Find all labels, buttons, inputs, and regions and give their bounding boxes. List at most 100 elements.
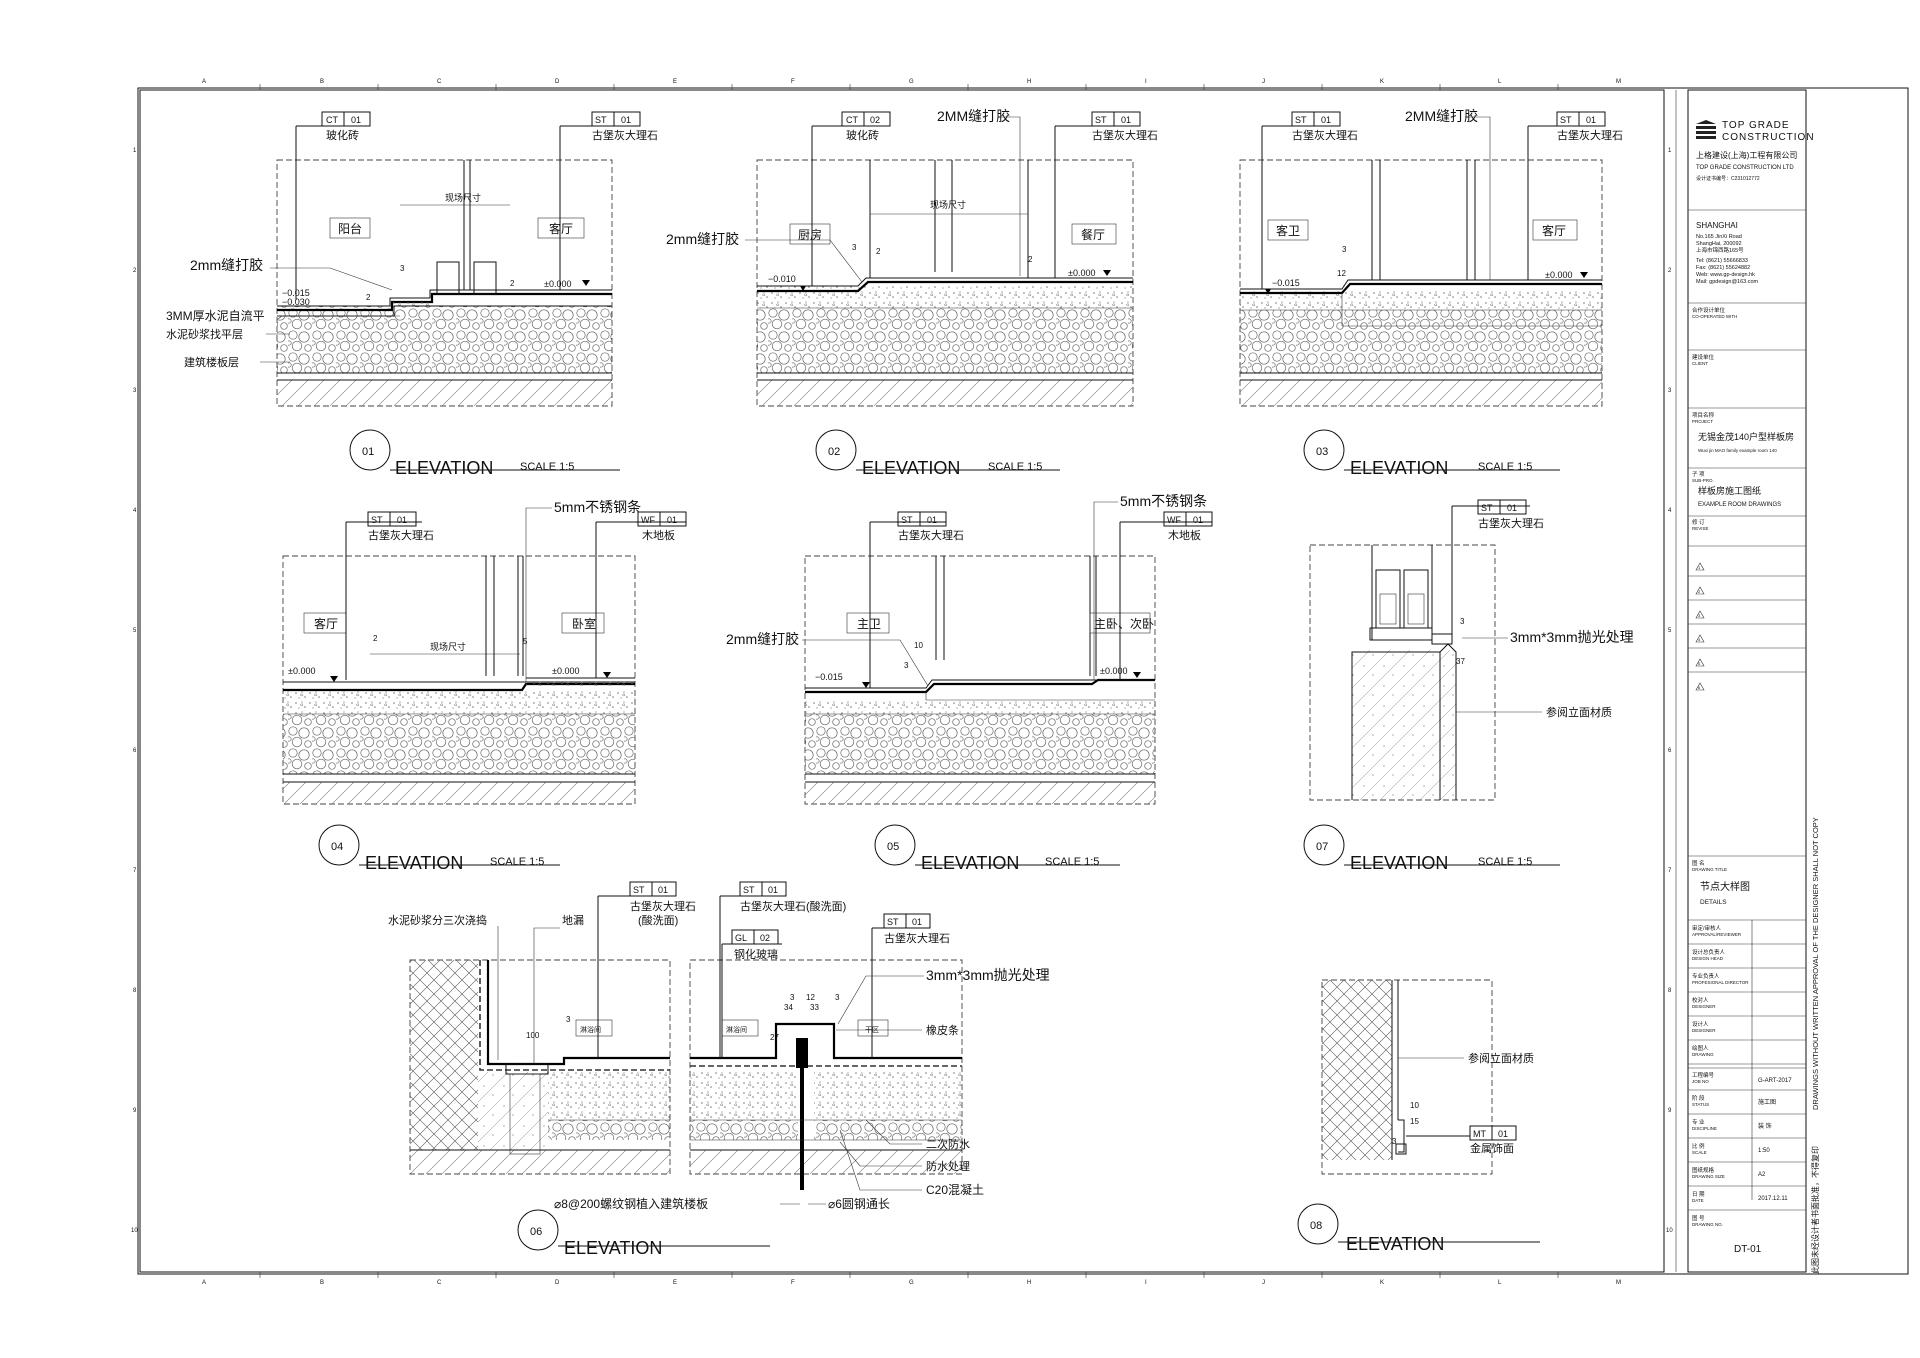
drawing-label: 01	[768, 885, 778, 895]
drawing-label: Tel: (8621) 55666833	[1696, 258, 1748, 264]
drawing-label: G-ART-2017	[1758, 1078, 1792, 1084]
drawing-label: 2	[366, 293, 371, 302]
drawing-label: 日 期	[1692, 1191, 1705, 1198]
drawing-label: 3	[852, 243, 857, 252]
drawing-label: 淋浴间	[580, 1025, 601, 1034]
drawing-label: DESIGN HEAD	[1692, 956, 1724, 961]
drawing-label: E	[673, 1280, 677, 1286]
drawing-label: 古堡灰大理石	[884, 931, 950, 945]
drawing-label: 木地板	[642, 528, 675, 542]
drawing-label: 主卧、次卧	[1094, 617, 1154, 631]
drawing-label: 2	[133, 268, 137, 274]
drawing-label: 阳台	[338, 221, 362, 236]
drawing-label: 10	[1410, 1101, 1419, 1110]
drawing-label: 9	[133, 1108, 137, 1114]
drawing-label: 4	[133, 508, 137, 514]
drawing-label: 04	[331, 841, 343, 853]
drawing-label: H	[1027, 79, 1031, 85]
drawing-label: 此图未经设计者书面批准，不得复印	[1810, 1146, 1820, 1274]
drawing-label: A2	[1758, 1172, 1766, 1178]
drawing-label: 图 名	[1692, 859, 1705, 867]
drawing-label: DESIGNER	[1692, 1004, 1716, 1009]
drawing-label: 3	[1342, 245, 1347, 254]
drawing-label: M	[1616, 1280, 1621, 1286]
drawing-label: K	[1380, 79, 1384, 85]
drawing-label: CONSTRUCTION	[1722, 132, 1815, 143]
drawing-label: 3mm*3mm抛光处理	[1510, 629, 1634, 645]
drawing-label: L	[1498, 1280, 1502, 1286]
drawing-label: 项目名称	[1692, 411, 1715, 419]
drawing-label: I	[1145, 1280, 1147, 1286]
grid-right: 12 34 56 78 910	[1666, 148, 1673, 1234]
drawing-label: 08	[1310, 1220, 1322, 1232]
drawing-label: 2mm缝打胶	[190, 257, 263, 273]
drawing-label: 上海市锦西路165号	[1696, 246, 1744, 254]
drawing-label: 淋浴间	[726, 1025, 747, 1034]
drawing-label: 校对人	[1692, 996, 1709, 1004]
drawing-label: 2MM缝打胶	[1405, 108, 1478, 124]
drawing-label: ST	[887, 917, 899, 927]
drawing-label: 3	[790, 993, 795, 1002]
drawing-label: 6	[133, 748, 137, 754]
drawing-label: 7	[133, 868, 137, 874]
drawing-label: 绘图人	[1692, 1044, 1709, 1052]
drawing-label: SCALE	[1692, 1150, 1707, 1155]
drawing-label: 01	[351, 115, 361, 125]
drawing-label: 3	[400, 264, 405, 273]
drawing-label: 9	[1668, 1108, 1672, 1114]
drawing-label: 05	[887, 841, 899, 853]
drawing-label: ST	[595, 115, 607, 125]
drawing-label: D	[555, 79, 560, 85]
drawing-label: (酸洗面)	[638, 913, 678, 927]
drawing-label: 3MM厚水泥自流平	[166, 309, 265, 323]
drawing-label: 02	[760, 933, 770, 943]
drawing-label: JOB NO	[1692, 1079, 1709, 1084]
drawing-label: 样板房施工图纸	[1698, 485, 1761, 496]
drawing-label: B	[320, 1280, 324, 1286]
drawing-label: 01	[1121, 115, 1131, 125]
drawing-label: SCALE 1:5	[1478, 461, 1532, 473]
drawing-label: 现场尺寸	[445, 192, 481, 203]
drawing-label: 01	[397, 515, 407, 525]
drawing-label: 2mm缝打胶	[726, 631, 799, 647]
drawing-label: 二次防水	[926, 1137, 970, 1151]
drawing-label: 01	[1321, 115, 1331, 125]
drawing-label: −0.010	[768, 274, 796, 284]
drawing-label: 玻化砖	[846, 128, 879, 142]
drawing-label: A	[202, 1280, 206, 1286]
drawing-label: DRAWING SIZE	[1692, 1174, 1725, 1179]
drawing-label: 防水处理	[926, 1159, 970, 1173]
drawing-label: 2	[373, 634, 378, 643]
drawing-label: 33	[810, 1003, 819, 1012]
drawing-label: MT	[1473, 1129, 1486, 1139]
drawing-label: 5mm不锈钢条	[1120, 493, 1207, 509]
drawing-label: 3	[835, 993, 840, 1002]
drawing-label: 10	[914, 641, 923, 650]
drawing-label: 8	[1668, 988, 1672, 994]
drawing-frame	[139, 89, 1665, 1273]
drawing-label: 建筑楼板层	[184, 355, 239, 369]
drawing-label: ELEVATION	[1350, 458, 1448, 478]
drawing-label: 古堡灰大理石	[1292, 128, 1358, 142]
drawing-label: ±0.000	[288, 666, 315, 676]
drawing-label: 01	[667, 515, 677, 525]
drawing-label: 4	[1668, 508, 1672, 514]
drawing-label: ST	[743, 885, 755, 895]
drawing-label: SCALE 1:5	[1478, 856, 1532, 868]
drawing-label: 4	[1698, 637, 1701, 642]
drawing-label: 2	[510, 279, 515, 288]
drawing-label: 客厅	[1542, 223, 1566, 238]
drawing-label: 古堡灰大理石	[368, 528, 434, 542]
drawing-label: ±0.000	[552, 666, 579, 676]
title-block: TOP GRADE CONSTRUCTION 上格建设(上海)工程有限公司 TO…	[1688, 120, 1820, 1274]
